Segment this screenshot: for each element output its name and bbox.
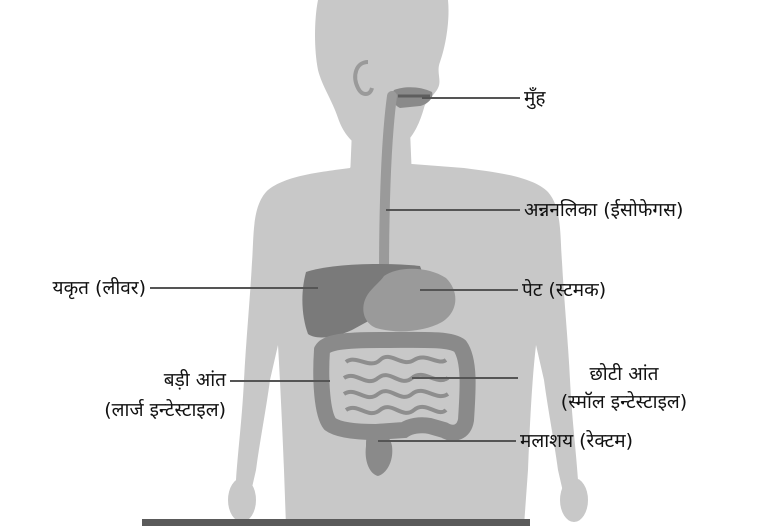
label-large-intestine-1: बड़ी आंत — [0, 368, 226, 392]
label-esophagus: अन्ननलिका (ईसोफेगस) — [524, 198, 683, 222]
label-large-intestine-2: (लार्ज इन्टेस्टाइल) — [0, 398, 226, 422]
left-hand — [228, 478, 256, 522]
label-small-intestine-2: (स्मॉल इन्टेस्टाइल) — [520, 390, 728, 414]
label-mouth: मुँह — [524, 86, 545, 110]
label-stomach: पेट (स्टमक) — [522, 278, 606, 302]
label-liver: यकृत (लीवर) — [0, 276, 146, 300]
floor-bar — [142, 519, 530, 526]
right-hand — [560, 478, 588, 522]
label-rectum: मलाशय (रेक्टम) — [520, 429, 633, 453]
head — [315, 0, 449, 152]
label-small-intestine-1: छोटी आंत — [520, 362, 728, 386]
